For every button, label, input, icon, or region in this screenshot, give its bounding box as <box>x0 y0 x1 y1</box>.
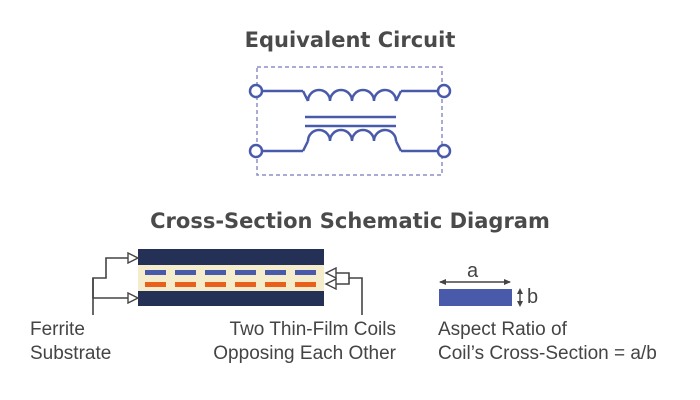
ferrite-label-line2: Substrate <box>30 343 112 364</box>
coils-leader <box>336 272 363 315</box>
terminal-bottom-left <box>248 143 264 159</box>
core-lines <box>305 115 396 128</box>
ferrite-label-line1: Ferrite <box>30 319 85 340</box>
coil-cross-section-rect <box>439 289 512 306</box>
dimension-b-arrow-top <box>517 288 523 294</box>
dimension-b-arrow-bottom <box>517 301 523 307</box>
dimension-a-arrow-right <box>504 279 511 285</box>
cross-section-title: Cross-Section Schematic Diagram <box>150 209 550 233</box>
thin-film-layer <box>138 265 324 291</box>
terminal-top-right <box>436 83 452 99</box>
dimension-a-arrow-left <box>439 279 446 285</box>
ferrite-leader <box>92 257 132 315</box>
circuit-boundary-box <box>256 66 443 176</box>
coils-label-line1: Two Thin-Film Coils <box>229 319 396 340</box>
coils-arrow-bottom <box>324 277 337 291</box>
ferrite-arrow-bottom <box>127 291 140 305</box>
cross-section-schematic <box>92 249 363 315</box>
equivalent-circuit <box>248 66 452 176</box>
aspect-ratio-label-line1: Aspect Ratio of <box>438 319 567 340</box>
lower-winding <box>262 128 440 153</box>
upper-winding <box>262 88 440 102</box>
equivalent-circuit-title: Equivalent Circuit <box>244 28 456 52</box>
lower-coil-segments <box>145 282 316 287</box>
terminal-bottom-right <box>436 143 452 159</box>
coils-label-line2: Opposing Each Other <box>213 343 396 364</box>
coils-arrow-top <box>324 266 337 280</box>
aspect-ratio-label-line2: Coil’s Cross-Section = a/b <box>438 343 657 364</box>
upper-coil-segments <box>145 270 316 275</box>
ferrite-arrow-top <box>127 251 140 265</box>
terminal-top-left <box>248 83 264 99</box>
aspect-ratio-figure <box>439 279 523 307</box>
dimension-b-label: b <box>527 286 539 308</box>
dimension-a-label: a <box>467 260 479 282</box>
